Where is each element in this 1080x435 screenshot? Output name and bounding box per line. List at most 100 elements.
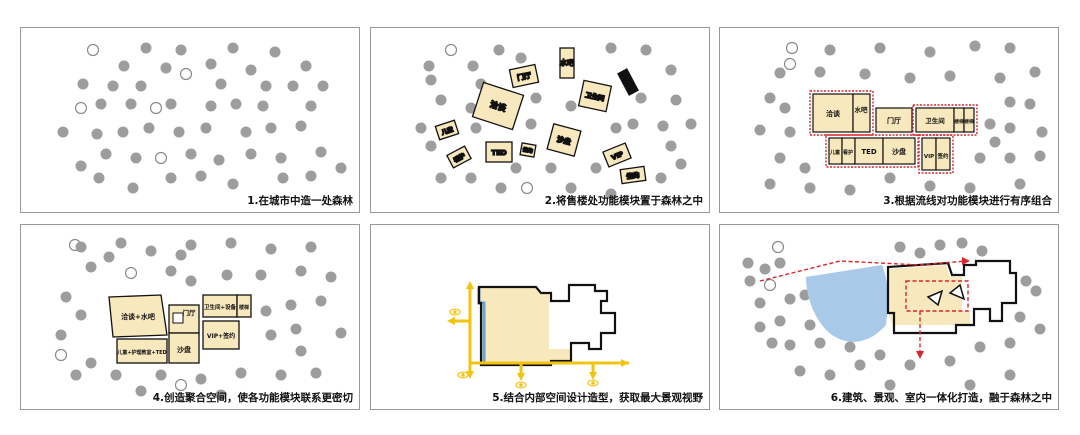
tree-dot <box>794 365 806 377</box>
module-stairs-2: 楼梯 <box>964 118 974 125</box>
tree-dot <box>1034 323 1046 335</box>
tree-dot <box>904 359 916 371</box>
tree-dot <box>525 118 537 130</box>
tree-dot <box>655 172 667 184</box>
tree-dot <box>759 263 771 275</box>
tree-dot <box>874 349 886 361</box>
open-tree-dot <box>149 101 163 115</box>
tree-dot <box>1014 311 1026 323</box>
module-sign: 签约 <box>936 152 949 160</box>
forest-dots <box>415 42 697 200</box>
tree-dot <box>165 172 177 184</box>
module-ted: TED <box>861 148 877 156</box>
module-toilet: 卫生间 <box>577 79 613 113</box>
panel-6-integration: 6.建筑、景观、室内一体化打造，融于森林之中 <box>719 224 1059 410</box>
tree-dot <box>754 124 766 136</box>
tree-dot <box>744 275 756 287</box>
tree-dot <box>670 94 682 106</box>
integrated-site-diagram <box>742 237 1046 391</box>
tree-dot <box>145 245 157 257</box>
tree-dot <box>265 243 277 255</box>
module-kids: 儿童+护理教室+TED <box>116 349 166 356</box>
module-door: 门厅 <box>183 308 197 317</box>
tree-dot <box>1004 96 1016 108</box>
tree-dot <box>305 241 317 253</box>
tree-dot <box>754 321 766 333</box>
tree-dot <box>91 128 103 140</box>
tree-dot <box>545 162 557 174</box>
tree-dot <box>665 64 677 76</box>
tree-dot <box>200 122 212 134</box>
tree-dot <box>884 172 896 184</box>
module-vip: VIP <box>602 142 632 168</box>
module-negotiate: 洽谈 <box>826 109 841 118</box>
tree-dot <box>1004 152 1016 164</box>
tree-dot <box>774 67 786 79</box>
tree-dot <box>854 359 866 371</box>
tree-dot <box>1004 122 1016 134</box>
tree-dot <box>465 172 477 184</box>
tree-dot <box>118 60 130 72</box>
tree-dot <box>605 42 617 54</box>
tree-dot <box>195 170 207 182</box>
tree-dot <box>185 148 197 160</box>
tree-dot <box>974 341 986 353</box>
tree-dot <box>310 367 322 379</box>
tree-dot <box>305 170 317 182</box>
tree-dot <box>265 329 277 341</box>
tree-dot <box>215 389 227 401</box>
ordered-modules-diagram: 洽谈 水吧 门厅 卫生间 楼梯 楼梯 儿童 看护 TED 沙盘 VIP 签约 <box>754 40 1048 196</box>
tree-dot <box>325 271 337 283</box>
tree-dot <box>175 44 187 56</box>
tree-dot <box>742 257 754 269</box>
tree-dot <box>964 379 976 391</box>
tree-dot <box>1020 275 1032 287</box>
tree-dot <box>335 327 347 339</box>
tree-dot <box>627 118 639 130</box>
tree-dot <box>884 379 896 391</box>
tree-dot <box>165 265 177 277</box>
tree-dot <box>107 80 119 92</box>
open-tree-dot <box>444 43 458 57</box>
building-outline <box>886 259 1018 335</box>
tree-dot <box>75 160 87 172</box>
tree-dot <box>779 102 791 114</box>
open-tree-dot <box>124 266 138 280</box>
scattered-modules-diagram: 门厅 水吧 洽谈 卫生间 楼梯 儿童 <box>415 42 697 200</box>
tree-dot <box>257 100 269 112</box>
module-vip: VIP <box>924 154 934 160</box>
tree-dot <box>1034 150 1046 162</box>
tree-dot <box>175 249 187 261</box>
svg-text:TED: TED <box>491 149 507 157</box>
tree-dot <box>110 369 122 381</box>
tree-dot <box>295 265 307 277</box>
tree-dot <box>994 72 1006 84</box>
tree-dot <box>295 345 307 357</box>
tree-dot <box>269 46 281 58</box>
tree-dot <box>784 339 796 351</box>
module-kids: 儿童 <box>434 119 460 141</box>
tree-dot <box>93 172 105 184</box>
tree-dot <box>944 355 956 367</box>
forest-dots <box>57 42 347 194</box>
module-ted: TED <box>485 141 513 163</box>
tree-dot <box>1024 98 1036 110</box>
tree-dot <box>225 237 237 249</box>
tree-dot <box>60 291 72 303</box>
tree-dot <box>964 182 976 194</box>
tree-dot <box>205 58 217 70</box>
open-tree-dot <box>54 348 68 362</box>
tree-dot <box>784 293 796 305</box>
tree-dot <box>804 182 816 194</box>
module-door: 门厅 <box>508 63 540 89</box>
tree-dot <box>317 80 329 92</box>
panel-1-forest: 1.在城市中造一处森林 <box>20 27 360 213</box>
tree-dot <box>245 148 257 160</box>
tree-dot <box>100 148 112 160</box>
open-tree-dot <box>785 41 799 55</box>
forest-dots <box>742 237 1046 391</box>
tree-dot <box>140 42 152 54</box>
tree-dot <box>300 60 312 72</box>
module-care: 看护 <box>446 145 472 169</box>
tree-dot <box>235 367 247 379</box>
